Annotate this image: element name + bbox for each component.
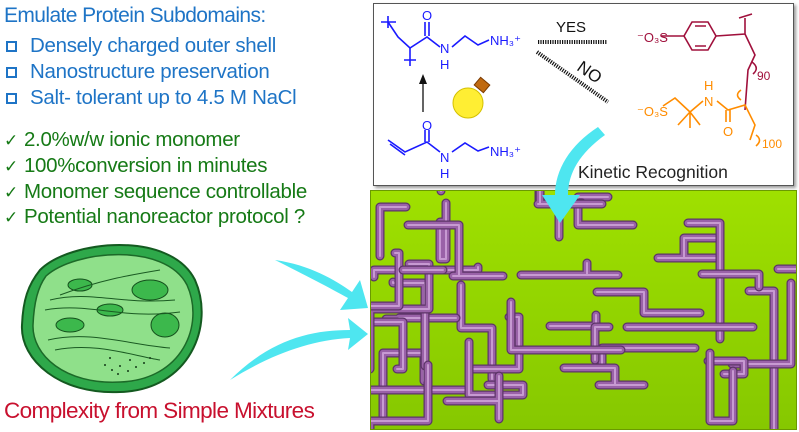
nitrogen-label: N xyxy=(440,150,449,165)
amps-dp-label: 100 xyxy=(762,137,782,151)
ammonium-label: NH₃⁺ xyxy=(490,144,521,159)
polymer-strand xyxy=(596,291,701,314)
polymer-strand xyxy=(537,191,603,205)
achievement-item: ✓ 2.0%w/w ionic monomer xyxy=(4,128,240,152)
styrenesulfonate-structure xyxy=(661,13,758,111)
polymer-strand xyxy=(371,321,404,370)
up-arrow-icon xyxy=(419,74,427,112)
scheme-drawing: O N H NH₃⁺ O N H NH₃⁺ YES NO ⁻O₃S 90 xyxy=(381,8,782,182)
goal-label: Nanostructure preservation xyxy=(30,60,270,83)
goal-item: Densely charged outer shell xyxy=(6,34,276,58)
goal-label: Salt- tolerant up to 4.5 M NaCl xyxy=(30,86,297,109)
yes-label: YES xyxy=(556,19,586,36)
polymer-strand xyxy=(701,273,760,288)
polyamine-structure xyxy=(381,16,490,66)
polymer-strand xyxy=(563,367,645,386)
polymer-strand xyxy=(371,364,429,429)
achievement-label: Monomer sequence controllable xyxy=(23,180,307,203)
kinetic-recognition-scheme xyxy=(373,3,794,186)
polymer-strand xyxy=(748,290,775,429)
hydrogel-network-render xyxy=(370,190,797,430)
check-icon: ✓ xyxy=(4,131,18,150)
oxygen-label: O xyxy=(422,118,432,133)
oxygen-label: O xyxy=(422,8,432,23)
polymer-network xyxy=(371,191,796,429)
polymer-strand xyxy=(446,375,500,420)
achievement-item: ✓ 100%conversion in minutes xyxy=(4,154,267,178)
polymer-strand xyxy=(549,314,597,327)
polymer-strand xyxy=(657,237,718,259)
polymer-strand xyxy=(407,224,504,277)
oxygen-label: O xyxy=(723,124,733,139)
goal-label: Densely charged outer shell xyxy=(30,34,277,57)
achievement-label: 2.0%w/w ionic monomer xyxy=(23,128,240,151)
polymer-strand xyxy=(709,352,734,422)
hydrogen-label: H xyxy=(440,57,449,72)
polymer-strand xyxy=(560,364,648,389)
heading: Emulate Protein Subdomains: xyxy=(4,4,266,27)
no-interaction-line xyxy=(535,50,610,104)
chloroplast-illustration xyxy=(20,244,368,394)
light-bulb-icon xyxy=(452,76,491,119)
polymer-strand xyxy=(546,311,600,330)
checkbox-icon xyxy=(6,66,17,78)
scheme-caption: Kinetic Recognition xyxy=(578,162,728,182)
polymer-strand xyxy=(510,301,622,351)
amps-structure xyxy=(662,89,761,147)
polymer-strand xyxy=(520,262,619,276)
polymer-strand xyxy=(698,270,763,291)
cyan-arrow-icon xyxy=(542,127,605,223)
checkbox-icon xyxy=(6,40,17,52)
achievement-item: ✓ Monomer sequence controllable xyxy=(4,180,307,204)
check-icon: ✓ xyxy=(4,183,18,202)
achievement-label: 100%conversion in minutes xyxy=(23,154,268,177)
check-icon: ✓ xyxy=(4,208,18,227)
polymer-strand xyxy=(375,202,411,261)
sulfonate-label: ⁻O₃S xyxy=(637,30,668,45)
check-icon: ✓ xyxy=(4,157,18,176)
goal-item: Nanostructure preservation xyxy=(6,60,270,84)
goal-item: Salt- tolerant up to 4.5 M NaCl xyxy=(6,86,297,110)
polymer-strand xyxy=(371,252,400,307)
achievement-label: Potential nanoreactor protocol ? xyxy=(23,205,305,228)
hydrogen-label: H xyxy=(440,166,449,181)
checkbox-icon xyxy=(6,92,17,104)
polymer-strand xyxy=(371,263,430,369)
ammonium-label: NH₃⁺ xyxy=(490,33,521,48)
polymer-strand xyxy=(379,206,407,257)
nitrogen-label: N xyxy=(704,94,713,109)
chloroplast-icon xyxy=(20,244,203,394)
polymer-strand xyxy=(460,284,493,380)
cyan-arrow-icon xyxy=(230,260,368,380)
achievement-item: ✓ Potential nanoreactor protocol ? xyxy=(4,205,305,229)
polymer-strand xyxy=(517,259,622,279)
polymer-strand xyxy=(594,326,610,361)
polymer-strand xyxy=(469,316,520,370)
sulfonate-label: ⁻O₃S xyxy=(637,104,668,119)
footer-caption: Complexity from Simple Mixtures xyxy=(4,398,315,423)
styrene-dp-label: 90 xyxy=(757,69,771,83)
monomer-structure xyxy=(387,130,490,156)
hydrogen-label: H xyxy=(704,78,713,93)
polymer-strand xyxy=(468,341,524,396)
nitrogen-label: N xyxy=(440,41,449,56)
